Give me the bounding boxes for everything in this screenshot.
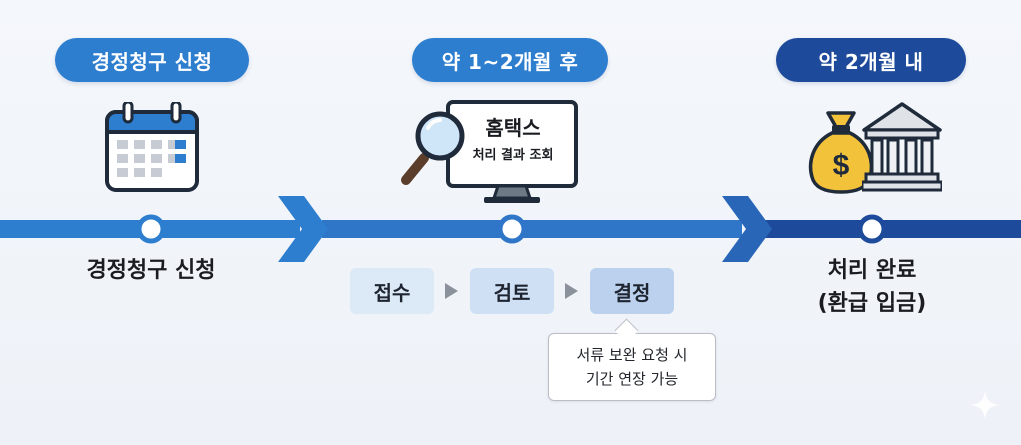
stage-3-badge: 약 2개월 내 bbox=[776, 38, 966, 82]
money-bag-icon: $ bbox=[808, 111, 874, 194]
step-decision: 결정 bbox=[590, 268, 674, 314]
stage-3-label-line1: 처리 완료 bbox=[827, 258, 917, 283]
calendar-icon bbox=[105, 102, 199, 192]
timeline-node-3 bbox=[857, 214, 887, 244]
callout-line2: 기간 연장 가능 bbox=[585, 370, 679, 388]
stage-3-label-line2: (환급 입금) bbox=[817, 291, 927, 316]
svg-text:$: $ bbox=[833, 149, 850, 182]
timeline-arrow-1 bbox=[278, 196, 328, 262]
timeline-node-1 bbox=[136, 214, 166, 244]
stage-3-label: 처리 완료 (환급 입금) bbox=[782, 254, 962, 320]
timeline-segment-2 bbox=[322, 220, 742, 238]
timeline-node-2 bbox=[497, 214, 527, 244]
timeline-arrow-2 bbox=[722, 196, 772, 262]
step-review: 검토 bbox=[470, 268, 554, 314]
stage-2-badge: 약 1~2개월 후 bbox=[412, 38, 608, 82]
stage-1-badge: 경정청구 신청 bbox=[55, 38, 249, 82]
stage-1-label: 경정청구 신청 bbox=[86, 258, 216, 283]
monitor-title: 홈택스 bbox=[485, 116, 541, 140]
monitor-subtitle: 처리 결과 조회 bbox=[472, 148, 554, 163]
sparkle-icon bbox=[970, 390, 1000, 420]
callout-note: 서류 보완 요청 시 기간 연장 가능 bbox=[548, 333, 716, 401]
bank-icon bbox=[862, 102, 942, 192]
step-arrow-2 bbox=[565, 283, 578, 299]
step-receipt: 접수 bbox=[350, 268, 434, 314]
step-arrow-1 bbox=[445, 283, 458, 299]
magnifier-icon bbox=[401, 111, 465, 185]
timeline-segment-3 bbox=[765, 220, 1021, 238]
callout-line1: 서류 보완 요청 시 bbox=[576, 346, 688, 364]
